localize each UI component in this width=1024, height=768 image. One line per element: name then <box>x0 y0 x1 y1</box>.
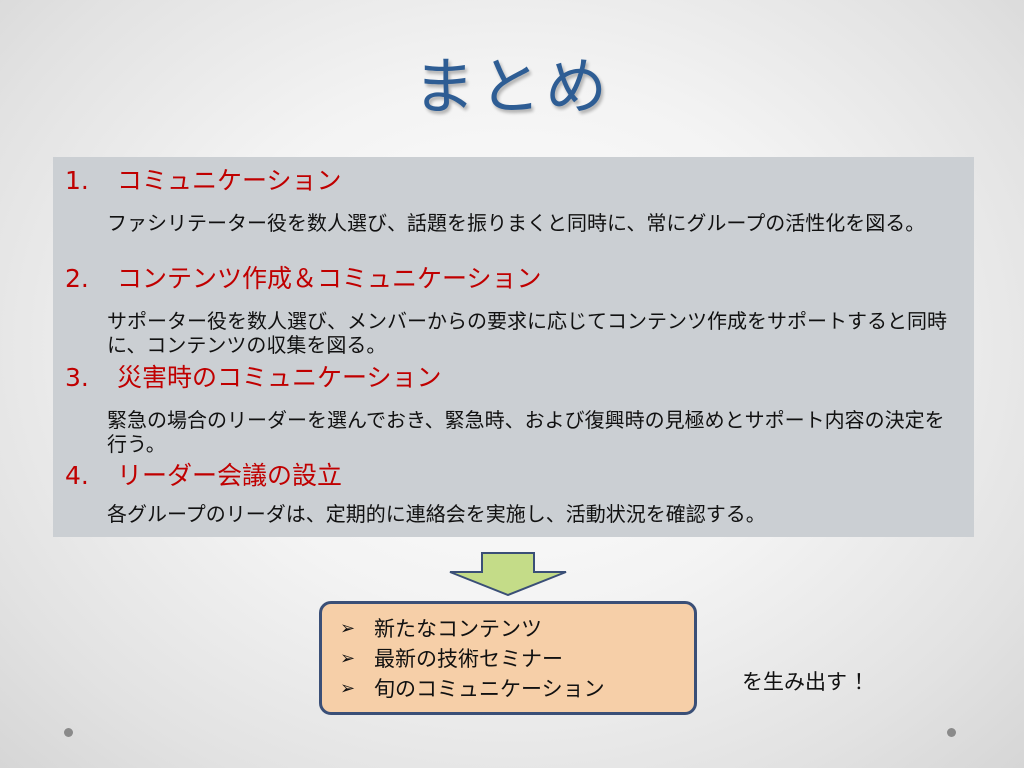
item-heading-text: 災害時のコミュニケーション <box>117 363 442 392</box>
down-arrow-icon <box>449 552 567 596</box>
item-heading-text: リーダー会議の設立 <box>117 461 343 490</box>
result-text: 旬のコミュニケーション <box>374 677 605 701</box>
item-heading: 2. コンテンツ作成＆コミュニケーション <box>65 263 542 295</box>
result-item: ➢ 最新の技術セミナー <box>322 644 694 674</box>
result-text: 最新の技術セミナー <box>374 647 563 671</box>
item-heading: 3. 災害時のコミュニケーション <box>65 362 442 394</box>
slide-title: まとめ <box>412 50 611 123</box>
item-number: 3. <box>65 363 89 392</box>
result-text: 新たなコンテンツ <box>374 617 542 641</box>
result-box: ➢ 新たなコンテンツ ➢ 最新の技術セミナー ➢ 旬のコミュニケーション <box>319 601 697 715</box>
item-number: 2. <box>65 264 89 293</box>
tagline: を生み出す ！ <box>742 670 875 694</box>
content-box: 1. コミュニケーション ファシリテーター役を数人選び、話題を振りまくと同時に、常… <box>53 157 974 537</box>
item-heading-text: コミュニケーション <box>117 166 342 195</box>
item-heading: 4. リーダー会議の設立 <box>65 460 342 492</box>
corner-dot <box>947 728 956 737</box>
arrow-bullet-icon: ➢ <box>340 648 356 669</box>
arrow-bullet-icon: ➢ <box>340 618 356 639</box>
result-item: ➢ 新たなコンテンツ <box>322 614 694 644</box>
arrow-bullet-icon: ➢ <box>340 678 356 699</box>
item-description: 緊急の場合のリーダーを選んでおき、緊急時、および復興時の見極めとサポート内容の決… <box>107 408 945 456</box>
result-item: ➢ 旬のコミュニケーション <box>322 674 694 704</box>
corner-dot <box>64 728 73 737</box>
item-heading-text: コンテンツ作成＆コミュニケーション <box>117 264 542 293</box>
item-number: 4. <box>65 461 89 490</box>
item-description: 各グループのリーダは、定期的に連絡会を実施し、活動状況を確認する。 <box>107 502 766 526</box>
item-heading: 1. コミュニケーション <box>65 165 342 197</box>
item-description: ファシリテーター役を数人選び、話題を振りまくと同時に、常にグループの活性化を図る… <box>107 211 926 235</box>
item-description: サポーター役を数人選び、メンバーからの要求に応じてコンテンツ作成をサポートすると… <box>107 309 947 357</box>
item-number: 1. <box>65 166 89 195</box>
